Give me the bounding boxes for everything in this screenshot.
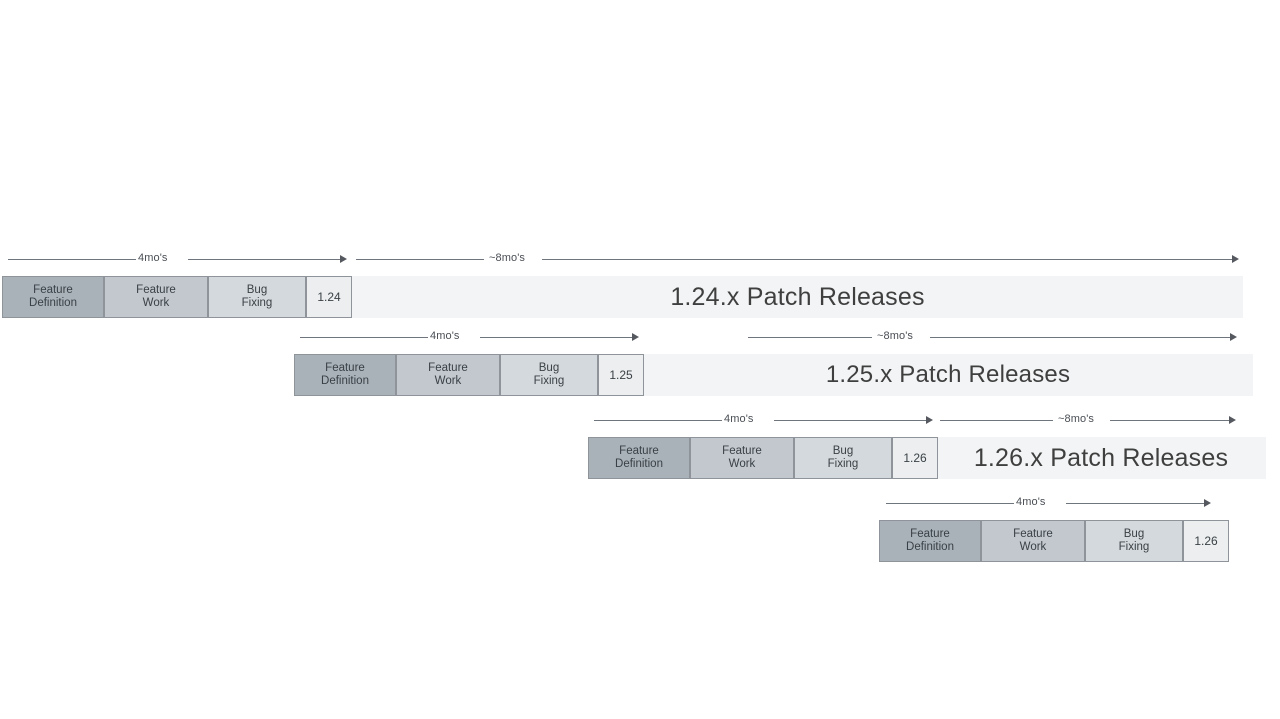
- phase-bug-fixing[interactable]: Bug Fixing: [794, 437, 892, 479]
- arrow-line-left: [356, 259, 484, 260]
- phase-bar-126-next: Feature Definition Feature Work Bug Fixi…: [879, 520, 1229, 562]
- phase-bug-fixing[interactable]: Bug Fixing: [1085, 520, 1183, 562]
- arrow-line-right: [480, 337, 633, 338]
- version-marker[interactable]: 1.24: [306, 276, 352, 318]
- dev-duration-label: 4mo's: [138, 252, 168, 264]
- arrow-line-right: [1110, 420, 1230, 421]
- patch-release-label: 1.24.x Patch Releases: [670, 282, 925, 311]
- arrow-line-right: [774, 420, 927, 421]
- dev-duration-arrow-126-next: 4mo's: [886, 494, 1226, 514]
- phase-feature-definition[interactable]: Feature Definition: [879, 520, 981, 562]
- phase-feature-definition[interactable]: Feature Definition: [588, 437, 690, 479]
- timeline-row-124: 1.24.x Patch Releases 4mo's ~8mo's Featu…: [0, 248, 1280, 348]
- dev-duration-arrow-124: 4mo's: [8, 250, 348, 270]
- patch-duration-arrow-126: ~8mo's: [940, 411, 1240, 431]
- phase-bar-125: Feature Definition Feature Work Bug Fixi…: [294, 354, 644, 396]
- arrow-line-right: [188, 259, 341, 260]
- phase-feature-work[interactable]: Feature Work: [981, 520, 1085, 562]
- dev-duration-arrow-126: 4mo's: [594, 411, 934, 431]
- version-marker[interactable]: 1.26: [1183, 520, 1229, 562]
- version-marker[interactable]: 1.25: [598, 354, 644, 396]
- arrow-head-icon: [1232, 254, 1239, 263]
- patch-release-label: 1.26.x Patch Releases: [973, 443, 1229, 472]
- patch-release-band-126: 1.26.x Patch Releases: [936, 437, 1266, 479]
- dev-duration-label: 4mo's: [724, 413, 754, 425]
- arrow-line-right: [1066, 503, 1205, 504]
- dev-duration-arrow-125: 4mo's: [300, 328, 640, 348]
- arrow-line-left: [300, 337, 428, 338]
- phase-feature-work[interactable]: Feature Work: [396, 354, 500, 396]
- version-marker[interactable]: 1.26: [892, 437, 938, 479]
- phase-feature-work[interactable]: Feature Work: [690, 437, 794, 479]
- arrow-line-left: [748, 337, 872, 338]
- patch-release-band-125: 1.25.x Patch Releases: [643, 354, 1253, 396]
- phase-feature-definition[interactable]: Feature Definition: [2, 276, 104, 318]
- arrow-line-left: [8, 259, 136, 260]
- phase-feature-definition[interactable]: Feature Definition: [294, 354, 396, 396]
- arrow-head-icon: [632, 332, 639, 341]
- phase-bar-126: Feature Definition Feature Work Bug Fixi…: [588, 437, 938, 479]
- patch-release-label: 1.25.x Patch Releases: [825, 361, 1071, 388]
- timeline-row-125: 1.25.x Patch Releases 4mo's ~8mo's Featu…: [0, 326, 1280, 426]
- arrow-head-icon: [1204, 498, 1211, 507]
- phase-feature-work[interactable]: Feature Work: [104, 276, 208, 318]
- patch-duration-label: ~8mo's: [877, 330, 914, 342]
- arrow-head-icon: [340, 254, 347, 263]
- arrow-line-left: [940, 420, 1053, 421]
- arrow-line-right: [542, 259, 1233, 260]
- arrow-line-left: [886, 503, 1014, 504]
- arrow-head-icon: [1230, 332, 1237, 341]
- timeline-row-126-next: 4mo's Feature Definition Feature Work Bu…: [0, 492, 1280, 592]
- phase-bug-fixing[interactable]: Bug Fixing: [500, 354, 598, 396]
- patch-duration-arrow-124: ~8mo's: [356, 250, 1240, 270]
- arrow-line-right: [930, 337, 1231, 338]
- phase-bar-124: Feature Definition Feature Work Bug Fixi…: [2, 276, 352, 318]
- arrow-line-left: [594, 420, 722, 421]
- patch-duration-arrow-125: ~8mo's: [748, 328, 1240, 348]
- arrow-head-icon: [1229, 415, 1236, 424]
- phase-bug-fixing[interactable]: Bug Fixing: [208, 276, 306, 318]
- patch-release-band-124: 1.24.x Patch Releases: [352, 276, 1243, 318]
- dev-duration-label: 4mo's: [430, 330, 460, 342]
- patch-duration-label: ~8mo's: [1058, 413, 1095, 425]
- timeline-row-126: 1.26.x Patch Releases 4mo's ~8mo's Featu…: [0, 409, 1280, 509]
- dev-duration-label: 4mo's: [1016, 496, 1046, 508]
- patch-duration-label: ~8mo's: [489, 252, 526, 264]
- arrow-head-icon: [926, 415, 933, 424]
